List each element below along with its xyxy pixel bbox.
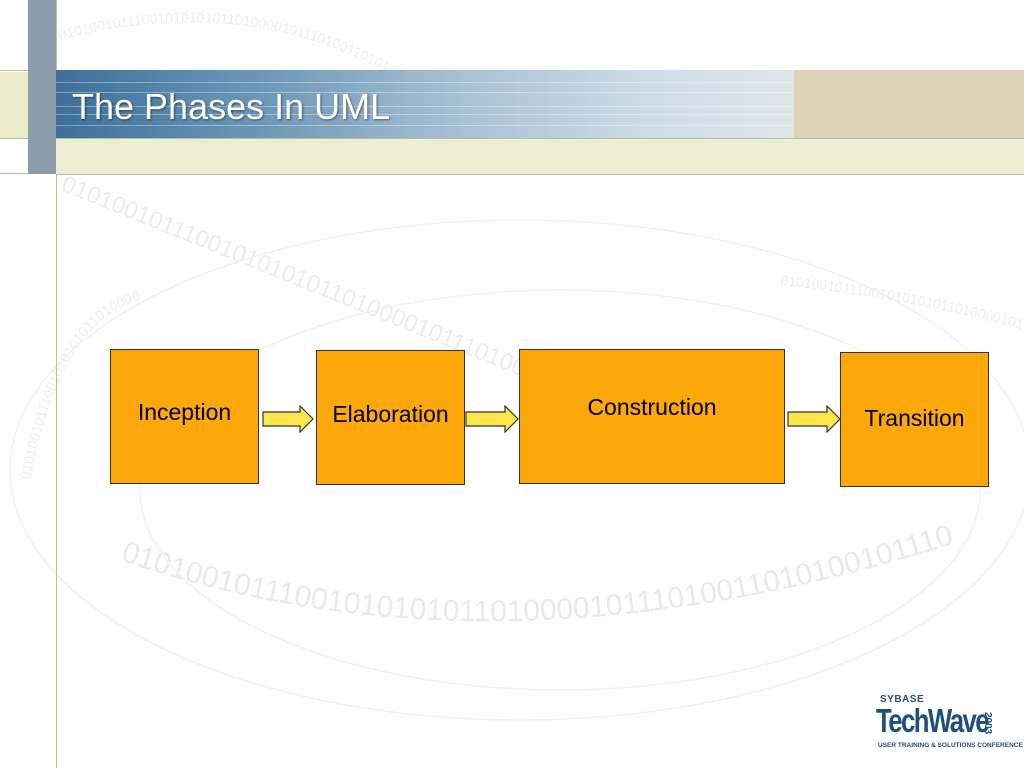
logo-tagline: USER TRAINING & SOLUTIONS CONFERENCE: [878, 742, 1023, 749]
logo-name: TechWave: [876, 702, 990, 739]
left-rule: [0, 70, 28, 71]
title-sub-band: [56, 138, 1024, 175]
left-accent-block: [0, 72, 28, 138]
arrow-right-icon: [465, 405, 519, 433]
phase-box-transition: Transition: [840, 352, 989, 487]
left-divider-line: [56, 0, 57, 768]
phase-label: Construction: [587, 394, 717, 420]
logo-year: 2003: [982, 712, 993, 735]
phase-box-elaboration: Elaboration: [316, 350, 465, 485]
arrow-right-icon: [787, 405, 841, 433]
banner-tan-panel: [794, 70, 1024, 138]
arrow-right-icon: [262, 405, 314, 433]
phase-box-construction: Construction: [519, 349, 785, 484]
logo-brand: SYBASE: [880, 694, 925, 705]
slide-title: The Phases In UML: [72, 86, 391, 127]
title-banner: [56, 70, 1024, 138]
phase-label: Transition: [864, 405, 965, 431]
binary-watermark-text: 0101001011100101010101101000010111010011…: [118, 519, 957, 629]
left-rule: [0, 173, 28, 174]
phase-box-inception: Inception: [110, 349, 259, 484]
phase-label: Elaboration: [332, 401, 449, 427]
phase-label: Inception: [137, 399, 232, 425]
left-rule: [0, 138, 28, 139]
techwave-logo: SYBASE TechWave 2003 USER TRAINING & SOL…: [876, 694, 1023, 756]
left-accent-bar: [28, 0, 56, 174]
